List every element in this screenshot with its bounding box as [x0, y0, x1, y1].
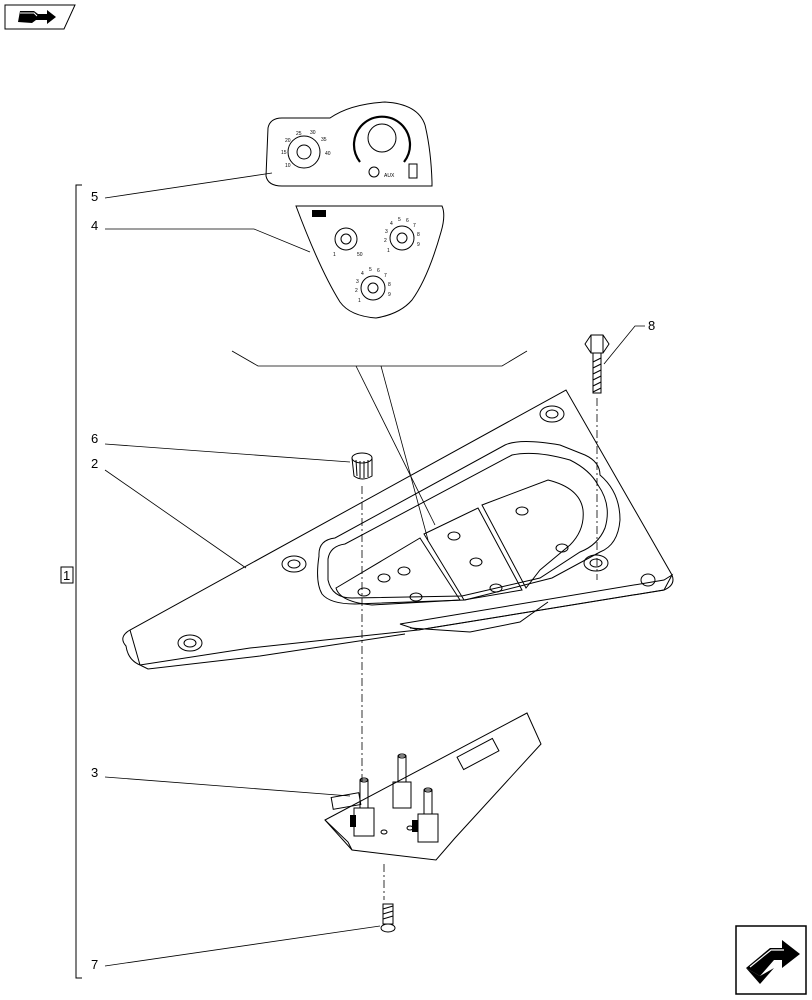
decal4-right-6: 6 [406, 218, 409, 224]
decal4-bottom-5: 5 [369, 267, 372, 273]
decal5-scale-15: 15 [281, 150, 287, 156]
decal4-bottom-9: 9 [388, 292, 391, 298]
decal4-right-1: 1 [387, 248, 390, 254]
decal5-scale-40: 40 [325, 151, 331, 157]
decal-5 [265, 101, 433, 187]
decal4-bottom-6: 6 [377, 268, 380, 274]
decal4-right-3: 3 [385, 229, 388, 235]
leader-2 [104, 469, 247, 569]
decal4-right-8: 8 [417, 232, 420, 238]
decal4-left-min: 1 [333, 252, 336, 258]
callout-7: 7 [91, 957, 98, 972]
bolt-8 [584, 334, 610, 394]
leader-7 [104, 925, 381, 967]
callout-2: 2 [91, 456, 98, 471]
next-page-arrow-icon[interactable] [735, 925, 807, 995]
decal4-right-7: 7 [413, 223, 416, 229]
decal4-right-2: 2 [384, 238, 387, 244]
callout-3: 3 [91, 765, 98, 780]
decal5-scale-25: 25 [296, 131, 302, 137]
decal4-bottom-8: 8 [388, 282, 391, 288]
decal4-bottom-7: 7 [384, 273, 387, 279]
decal-4 [295, 205, 445, 319]
callout-4: 4 [91, 218, 98, 233]
potentiometer-c [412, 787, 439, 843]
leader-8 [603, 325, 645, 365]
decal-position-pointer [231, 350, 528, 541]
decal4-right-4: 4 [390, 221, 393, 227]
assembly-bracket [60, 184, 82, 979]
decal4-right-5: 5 [398, 217, 401, 223]
decal5-scale-10: 10 [285, 163, 291, 169]
decal5-aux-label: AUX [384, 173, 395, 179]
callout-6: 6 [91, 431, 98, 446]
console-panel-2 [122, 389, 674, 670]
leader-5 [104, 172, 273, 199]
potentiometer-a [392, 753, 412, 809]
decal4-left-max: 50 [357, 252, 363, 258]
decal4-bottom-2: 2 [355, 288, 358, 294]
decal5-scale-30: 30 [310, 130, 316, 136]
decal5-scale-35: 35 [321, 137, 327, 143]
leader-3 [104, 776, 351, 797]
decal4-right-9: 9 [417, 242, 420, 248]
knob-6 [351, 452, 373, 480]
decal4-bottom-3: 3 [356, 279, 359, 285]
screw-7 [380, 903, 396, 933]
callout-8: 8 [648, 318, 655, 333]
callout-5: 5 [91, 189, 98, 204]
leader-6 [104, 443, 351, 463]
circuit-board-3 [324, 712, 542, 861]
decal4-bottom-1: 1 [358, 298, 361, 304]
decal4-bottom-4: 4 [361, 271, 364, 277]
leader-4 [105, 228, 311, 253]
book-arrow-icon[interactable] [4, 4, 76, 30]
potentiometer-b [350, 777, 375, 837]
callout-1: 1 [63, 568, 70, 583]
decal5-scale-20: 20 [285, 138, 291, 144]
